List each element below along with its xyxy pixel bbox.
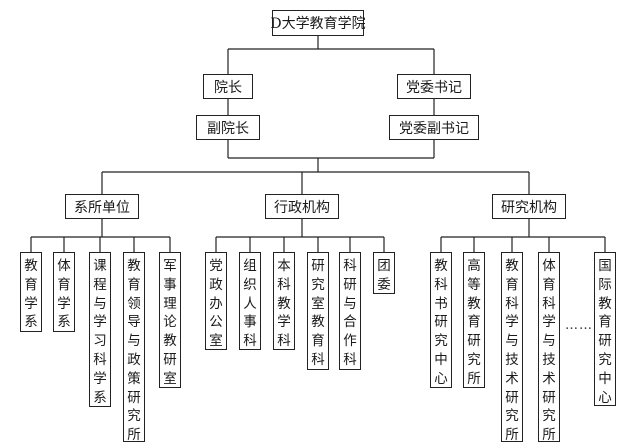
- dept-curriculum-learning: 课程与学习科学系: [89, 252, 111, 407]
- ellipsis-more: ……: [565, 318, 593, 333]
- admin-research-cooperation: 科研与合作科: [339, 252, 361, 370]
- dept-military-theory: 军事理论教研室: [159, 252, 181, 388]
- research-sports-science-tech: 体育科学与技术研究所: [538, 252, 560, 443]
- deputy-party-secretary-node: 党委副书记: [389, 115, 479, 140]
- admin-personnel: 组织人事科: [239, 252, 261, 350]
- research-international-center: 国际教育研究中心: [594, 252, 616, 406]
- research-higher-education: 高等教育研究所: [463, 252, 485, 388]
- admin-party-office: 党政办公室: [205, 252, 227, 350]
- party-secretary-node: 党委书记: [397, 74, 471, 99]
- departments-category: 系所单位: [65, 194, 139, 219]
- vice-dean-node: 副院长: [196, 115, 260, 140]
- dean-node: 院长: [203, 74, 253, 99]
- admin-graduate-education: 研究室教育科: [307, 252, 329, 370]
- research-textbook-center: 教科书研究中心: [430, 252, 452, 388]
- administration-category: 行政机构: [265, 194, 339, 219]
- research-edu-science-tech: 教育科学与技术研究所: [501, 252, 523, 443]
- dept-education: 教育学系: [20, 252, 42, 332]
- root-node: D大学教育学院: [270, 10, 366, 36]
- dept-physical-education: 体育学系: [53, 252, 75, 332]
- admin-undergrad-teaching: 本科教学科: [273, 252, 295, 350]
- dept-leadership-policy: 教育领导与政策研究所: [123, 252, 145, 443]
- admin-youth-league: 团委: [373, 252, 395, 294]
- research-category: 研究机构: [492, 194, 566, 219]
